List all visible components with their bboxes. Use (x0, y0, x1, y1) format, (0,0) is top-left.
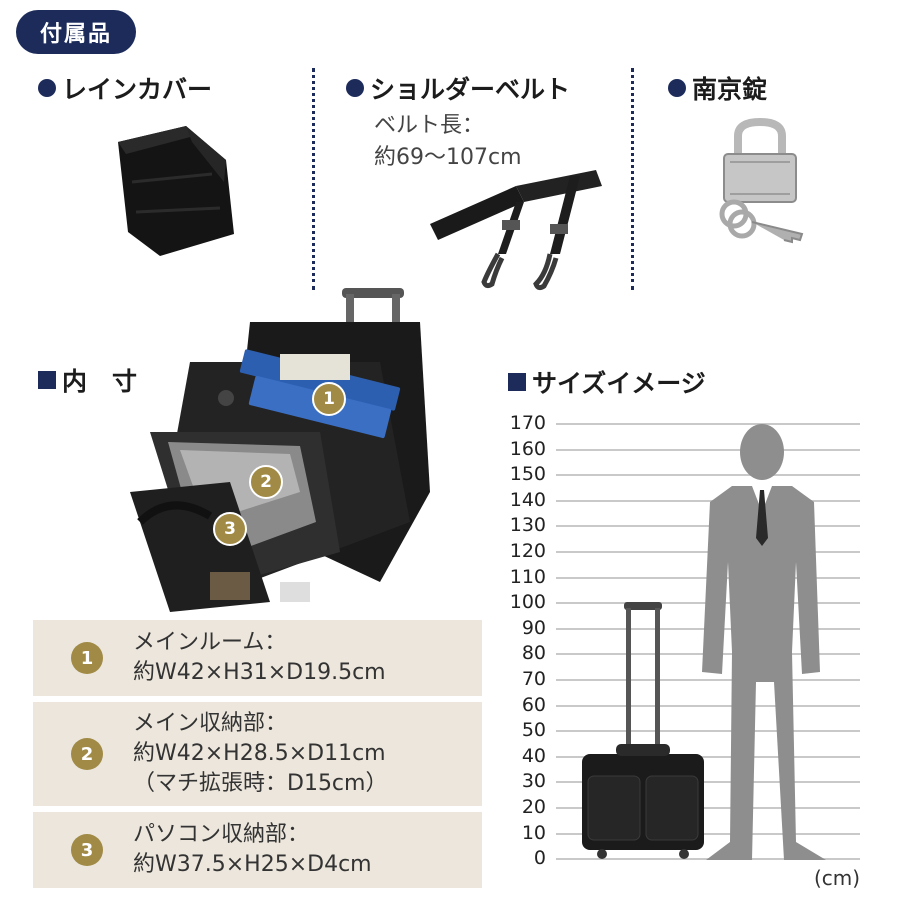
spec-3-label: パソコン収納部： (133, 822, 310, 847)
spec-text-1: メインルーム： 約W42×H31×D19.5cm (133, 628, 386, 688)
rain-cover-title: レインカバー (38, 70, 212, 106)
grid-line (556, 448, 860, 451)
photo-marker-1: 1 (312, 382, 346, 416)
spec-row-pc-storage: 3 パソコン収納部： 約W37.5×H25×D4cm (33, 812, 482, 888)
y-tick-label: 150 (509, 463, 546, 486)
grid-line (556, 679, 860, 681)
bullet-dot-icon (346, 79, 364, 97)
padlock-label: 南京錠 (692, 75, 768, 104)
y-tick-label: 170 (509, 412, 546, 434)
spec-text-3: パソコン収納部： 約W37.5×H25×D4cm (133, 820, 372, 880)
spec-1-label: メインルーム： (133, 630, 287, 655)
divider-1 (312, 68, 315, 290)
size-image-label: サイズイメージ (532, 369, 706, 398)
rain-cover-label: レインカバー (62, 75, 213, 104)
y-tick-label: 100 (509, 591, 546, 614)
spec-3-size: 約W37.5×H25×D4cm (133, 852, 372, 877)
spec-1-size: 約W42×H31×D19.5cm (133, 660, 386, 685)
spec-2-expanded: （マチ拡張時：D15cm） (133, 771, 388, 796)
grid-line (556, 807, 860, 809)
grid-line (556, 832, 860, 835)
accessories-badge: 付属品 (16, 10, 136, 54)
y-tick-label: 20 (521, 796, 546, 818)
interior-title: 内 寸 (38, 362, 137, 398)
belt-length-note: ベルト長： 約69〜107cm (374, 110, 522, 174)
grid-line (556, 423, 860, 425)
spec-number-3: 3 (71, 834, 103, 866)
y-tick-label: 140 (509, 488, 546, 511)
y-tick-label: 80 (521, 642, 546, 665)
y-tick-label: 130 (509, 514, 546, 537)
bag-interior-image (110, 282, 440, 621)
bullet-dot-icon (38, 79, 56, 97)
photo-marker-3: 3 (213, 512, 247, 546)
bullet-square-icon (508, 373, 526, 391)
spec-row-main-storage: 2 メイン収納部： 約W42×H28.5×D11cm （マチ拡張時：D15cm） (33, 702, 482, 806)
person-silhouette-image (692, 412, 842, 868)
grid-line (556, 499, 860, 502)
y-tick-label: 10 (521, 821, 546, 844)
grid-line (556, 525, 860, 528)
y-tick-label: 70 (521, 668, 546, 690)
spec-2-size: 約W42×H28.5×D11cm (133, 741, 386, 766)
shoulder-belt-label: ショルダーベルト (370, 75, 571, 104)
spec-number-1: 1 (71, 642, 103, 674)
grid-line (556, 755, 860, 758)
bullet-dot-icon (668, 79, 686, 97)
spec-number-2: 2 (71, 738, 103, 770)
y-tick-label: 60 (521, 693, 546, 716)
grid-line (556, 704, 860, 707)
belt-length-value: 約69〜107cm (374, 145, 522, 170)
padlock-image (712, 117, 812, 252)
grid-line (556, 730, 860, 733)
rolling-case-image (580, 600, 706, 864)
divider-2 (631, 68, 634, 290)
grid-line (556, 474, 860, 477)
y-tick-label: 120 (509, 540, 546, 562)
y-tick-label: 40 (521, 744, 546, 767)
grid-line (556, 781, 860, 784)
y-tick-label: 30 (521, 770, 546, 793)
shoulder-belt-title: ショルダーベルト (346, 70, 570, 106)
shoulder-belt-image (420, 162, 610, 306)
interior-label: 内 寸 (62, 367, 138, 396)
spec-2-label: メイン収納部： (133, 711, 288, 736)
belt-length-label: ベルト長： (374, 113, 485, 138)
photo-marker-2: 2 (249, 465, 283, 499)
y-tick-label: 50 (521, 719, 546, 742)
y-tick-label: 110 (509, 565, 546, 588)
y-tick-label: 90 (521, 616, 546, 639)
spec-text-2: メイン収納部： 約W42×H28.5×D11cm （マチ拡張時：D15cm） (133, 709, 387, 799)
y-tick-label: 0 (533, 847, 546, 870)
spec-row-main-room: 1 メインルーム： 約W42×H31×D19.5cm (33, 620, 482, 696)
size-image-title: サイズイメージ (508, 364, 706, 400)
padlock-title: 南京錠 (668, 70, 767, 106)
unit-label: (cm) (814, 866, 861, 890)
bullet-square-icon (38, 371, 56, 389)
y-tick-label: 160 (509, 437, 546, 460)
rain-cover-image (112, 122, 242, 266)
